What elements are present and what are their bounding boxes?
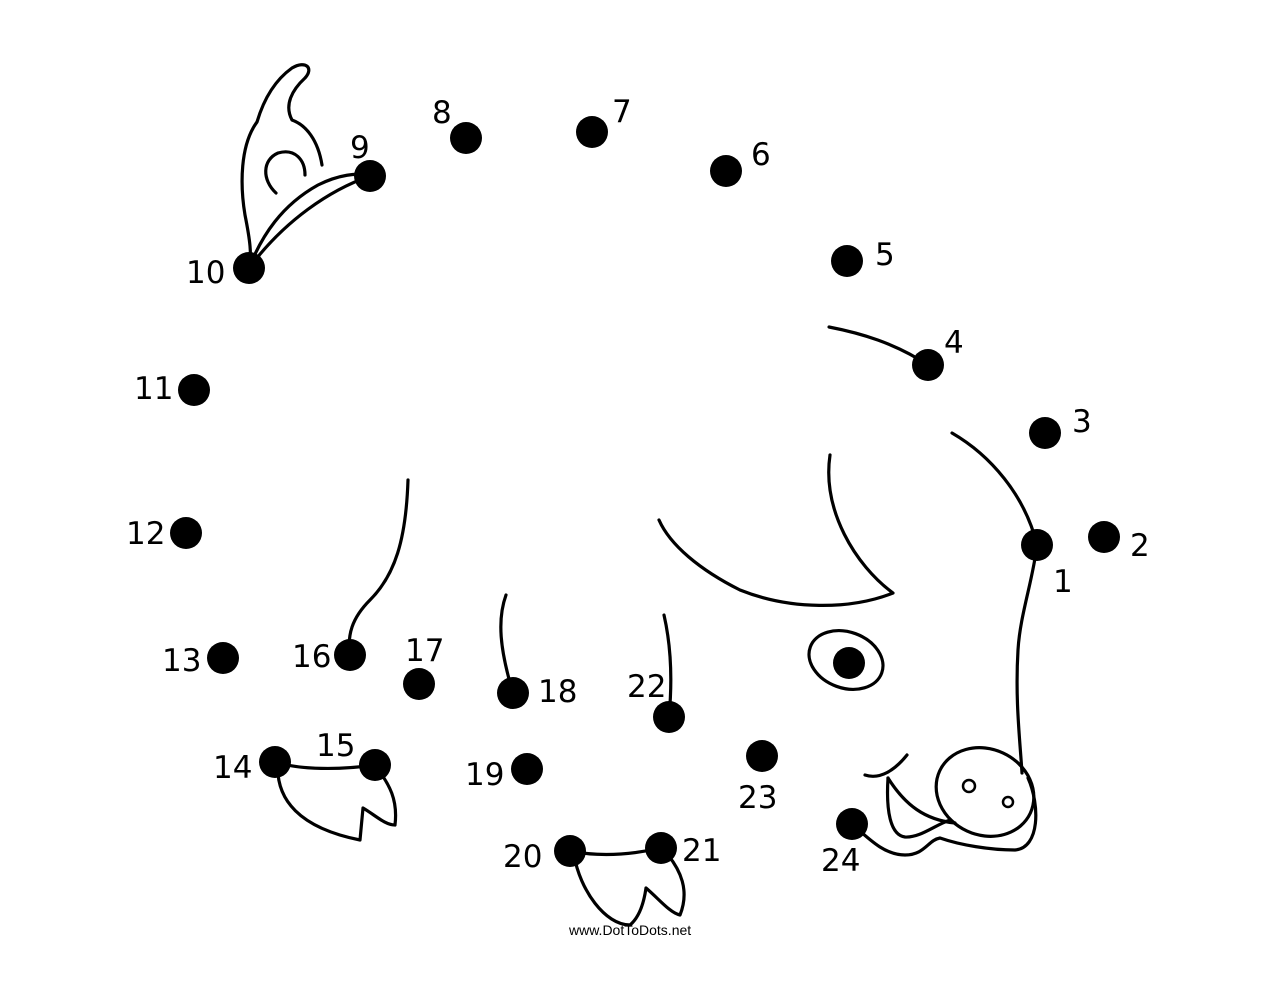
dot-24: 24 <box>821 808 868 879</box>
dot-18: 18 <box>497 674 577 710</box>
dot-2: 2 <box>1088 521 1150 564</box>
dot-17: 17 <box>403 633 444 700</box>
dot-marker <box>334 639 366 671</box>
head-curve <box>950 431 1039 547</box>
dot-number-label: 15 <box>316 728 355 764</box>
dot-number-label: 16 <box>292 639 331 675</box>
dot-marker <box>1021 529 1053 561</box>
dot-11: 11 <box>134 371 210 407</box>
dot-marker <box>653 701 685 733</box>
dot-marker <box>554 835 586 867</box>
leg-line-16 <box>347 478 410 657</box>
dot-number-label: 22 <box>627 669 666 705</box>
dot-number-label: 4 <box>944 325 964 361</box>
dot-marker <box>645 832 677 864</box>
dot-8: 8 <box>432 95 482 154</box>
dot-marker <box>831 245 863 277</box>
dot-marker <box>233 252 265 284</box>
dot-marker <box>259 746 291 778</box>
dot-number-label: 10 <box>186 255 225 291</box>
dot-13: 13 <box>162 642 239 679</box>
dot-3: 3 <box>1029 404 1092 449</box>
site-credit: www.DotToDots.net <box>569 922 692 938</box>
jowl-curve <box>657 453 895 607</box>
dot-7: 7 <box>576 94 632 148</box>
dot-marker <box>354 160 386 192</box>
eye-pupil <box>833 647 865 679</box>
pig-outline-strokes <box>240 63 1039 927</box>
dot-marker <box>178 374 210 406</box>
dot-number-label: 17 <box>405 633 444 669</box>
dot-number-label: 19 <box>465 757 504 793</box>
dot-number-label: 20 <box>503 839 542 875</box>
dot-number-label: 23 <box>738 780 777 816</box>
dot-marker <box>576 116 608 148</box>
dot-number-label: 12 <box>126 516 165 552</box>
dot-number-label: 14 <box>213 750 252 786</box>
dot-number-label: 21 <box>682 833 721 869</box>
dot-15: 15 <box>316 728 391 781</box>
dot-4: 4 <box>912 325 964 381</box>
dot-5: 5 <box>831 237 895 277</box>
dot-number-label: 24 <box>821 843 860 879</box>
dot-22: 22 <box>627 669 685 733</box>
dot-21: 21 <box>645 832 721 869</box>
dot-23: 23 <box>738 740 778 816</box>
dot-number-label: 7 <box>612 94 632 130</box>
dot-marker <box>450 122 482 154</box>
dot-marker <box>836 808 868 840</box>
dot-10: 10 <box>186 252 265 291</box>
dot-marker <box>207 642 239 674</box>
dot-number-label: 18 <box>538 674 577 710</box>
ear-drawing <box>240 63 372 270</box>
dot-marker <box>746 740 778 772</box>
dot-marker <box>1088 521 1120 553</box>
dot-number-label: 1 <box>1053 564 1073 600</box>
dot-marker <box>497 677 529 709</box>
dot-1: 1 <box>1021 529 1073 600</box>
dot-number-label: 13 <box>162 643 201 679</box>
dot-number-label: 8 <box>432 95 452 131</box>
dot-marker <box>170 517 202 549</box>
dot-9: 9 <box>350 130 386 192</box>
dot-marker <box>511 753 543 785</box>
eye-outline <box>807 629 885 691</box>
dot-marker <box>359 749 391 781</box>
dot-marker <box>1029 417 1061 449</box>
dot-14: 14 <box>213 746 291 786</box>
dot-number-label: 11 <box>134 371 173 407</box>
dot-number-label: 9 <box>350 130 370 166</box>
dot-12: 12 <box>126 516 202 552</box>
dot-20: 20 <box>503 835 586 875</box>
dot-19: 19 <box>465 753 543 793</box>
dot-16: 16 <box>292 639 366 675</box>
dot-number-label: 5 <box>875 237 895 273</box>
dot-number-label: 6 <box>751 137 771 173</box>
dot-number-label: 3 <box>1072 404 1092 440</box>
face-curve <box>1015 543 1039 775</box>
dot-number-label: 2 <box>1130 528 1150 564</box>
dot-marker <box>710 155 742 187</box>
snout-drawing <box>850 746 1038 857</box>
dot-marker <box>912 349 944 381</box>
dot-6: 6 <box>710 137 771 187</box>
dot-marker <box>403 668 435 700</box>
